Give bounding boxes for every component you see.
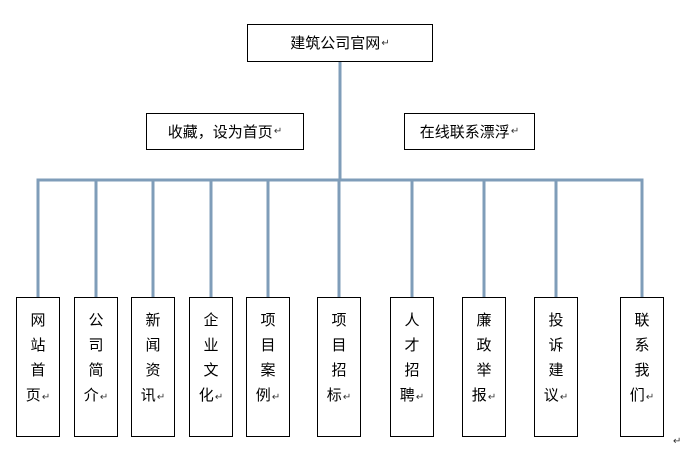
child-label-char: 廉	[476, 311, 492, 329]
child-label-char: 才	[404, 336, 420, 354]
child-label-char: 首	[30, 361, 46, 379]
child-label-char: 化↵	[198, 386, 224, 404]
child-label-char: 联	[634, 311, 650, 329]
child-label: 人才招聘↵	[391, 308, 433, 410]
child-label-char: 文	[203, 361, 219, 379]
paragraph-mark-icon: ↵	[273, 126, 283, 137]
paragraph-mark-icon: ↵	[99, 392, 109, 403]
child-node: 网站首页↵	[16, 297, 60, 437]
paragraph-mark-icon: ↵	[156, 392, 166, 403]
child-label-char: 建	[548, 361, 564, 379]
child-label: 网站首页↵	[17, 308, 59, 410]
child-label: 项目招标↵	[318, 308, 360, 410]
child-node: 新闻资讯↵	[131, 297, 175, 437]
child-label: 公司简介↵	[75, 308, 117, 410]
root-label: 建筑公司官网	[290, 34, 381, 52]
child-label: 企业文化↵	[190, 308, 232, 410]
paragraph-mark-icon: ↵	[487, 392, 497, 403]
child-label-char: 介↵	[83, 386, 109, 404]
child-label-char: 司	[88, 336, 104, 354]
child-node: 企业文化↵	[189, 297, 233, 437]
child-label: 联系我们↵	[621, 308, 663, 410]
note-bookmark: 收藏，设为首页↵	[146, 113, 304, 150]
paragraph-mark-icon: ↵	[271, 392, 281, 403]
child-label-char: 业	[203, 336, 219, 354]
child-label-char: 讯↵	[140, 386, 166, 404]
child-label-char: 站	[30, 336, 46, 354]
note-online-contact-label: 在线联系漂浮	[419, 122, 510, 141]
child-node: 人才招聘↵	[390, 297, 434, 437]
child-node: 公司简介↵	[74, 297, 118, 437]
child-label-char: 招	[404, 361, 420, 379]
child-label-char: 系	[634, 336, 650, 354]
paragraph-mark-icon: ↵	[673, 436, 681, 447]
child-label-char: 诉	[548, 336, 564, 354]
child-label-char: 举	[476, 361, 492, 379]
child-label-char: 目	[260, 336, 276, 354]
child-node: 投诉建议↵	[534, 297, 578, 437]
child-label-char: 招	[331, 361, 347, 379]
child-label-char: 公	[88, 311, 104, 329]
child-label: 廉政举报↵	[463, 308, 505, 410]
child-label: 投诉建议↵	[535, 308, 577, 410]
paragraph-mark-icon: ↵	[415, 392, 425, 403]
child-label-char: 项	[331, 311, 347, 329]
child-label-char: 聘↵	[399, 386, 425, 404]
child-label-char: 政	[476, 336, 492, 354]
paragraph-mark-icon: ↵	[559, 392, 569, 403]
child-node: 项目案例↵	[246, 297, 290, 437]
child-label-char: 我	[634, 361, 650, 379]
child-label-char: 标↵	[326, 386, 352, 404]
child-node: 项目招标↵	[317, 297, 361, 437]
child-label-char: 网	[30, 311, 46, 329]
child-label-char: 项	[260, 311, 276, 329]
paragraph-mark-icon: ↵	[510, 126, 520, 137]
child-label-char: 闻	[145, 336, 161, 354]
child-label-char: 案	[260, 361, 276, 379]
child-label: 项目案例↵	[247, 308, 289, 410]
child-label-char: 报↵	[471, 386, 497, 404]
paragraph-mark-icon: ↵	[381, 37, 390, 49]
paragraph-mark-icon: ↵	[645, 392, 655, 403]
child-node: 联系我们↵	[620, 297, 664, 437]
paragraph-mark-icon: ↵	[214, 392, 224, 403]
note-bookmark-label: 收藏，设为首页	[167, 122, 273, 141]
paragraph-mark-icon: ↵	[342, 392, 352, 403]
child-label-char: 议↵	[543, 386, 569, 404]
child-label-char: 人	[404, 311, 420, 329]
child-node: 廉政举报↵	[462, 297, 506, 437]
note-online-contact: 在线联系漂浮↵	[404, 113, 535, 150]
child-label-char: 目	[331, 336, 347, 354]
child-label-char: 们↵	[629, 386, 655, 404]
child-label-char: 简	[88, 361, 104, 379]
paragraph-mark-icon: ↵	[41, 392, 51, 403]
child-label-char: 资	[145, 361, 161, 379]
child-label: 新闻资讯↵	[132, 308, 174, 410]
child-label-char: 新	[145, 311, 161, 329]
child-label-char: 页↵	[25, 386, 51, 404]
child-label-char: 投	[548, 311, 564, 329]
child-label-char: 例↵	[255, 386, 281, 404]
root-node: 建筑公司官网↵	[247, 24, 433, 62]
child-label-char: 企	[203, 311, 219, 329]
